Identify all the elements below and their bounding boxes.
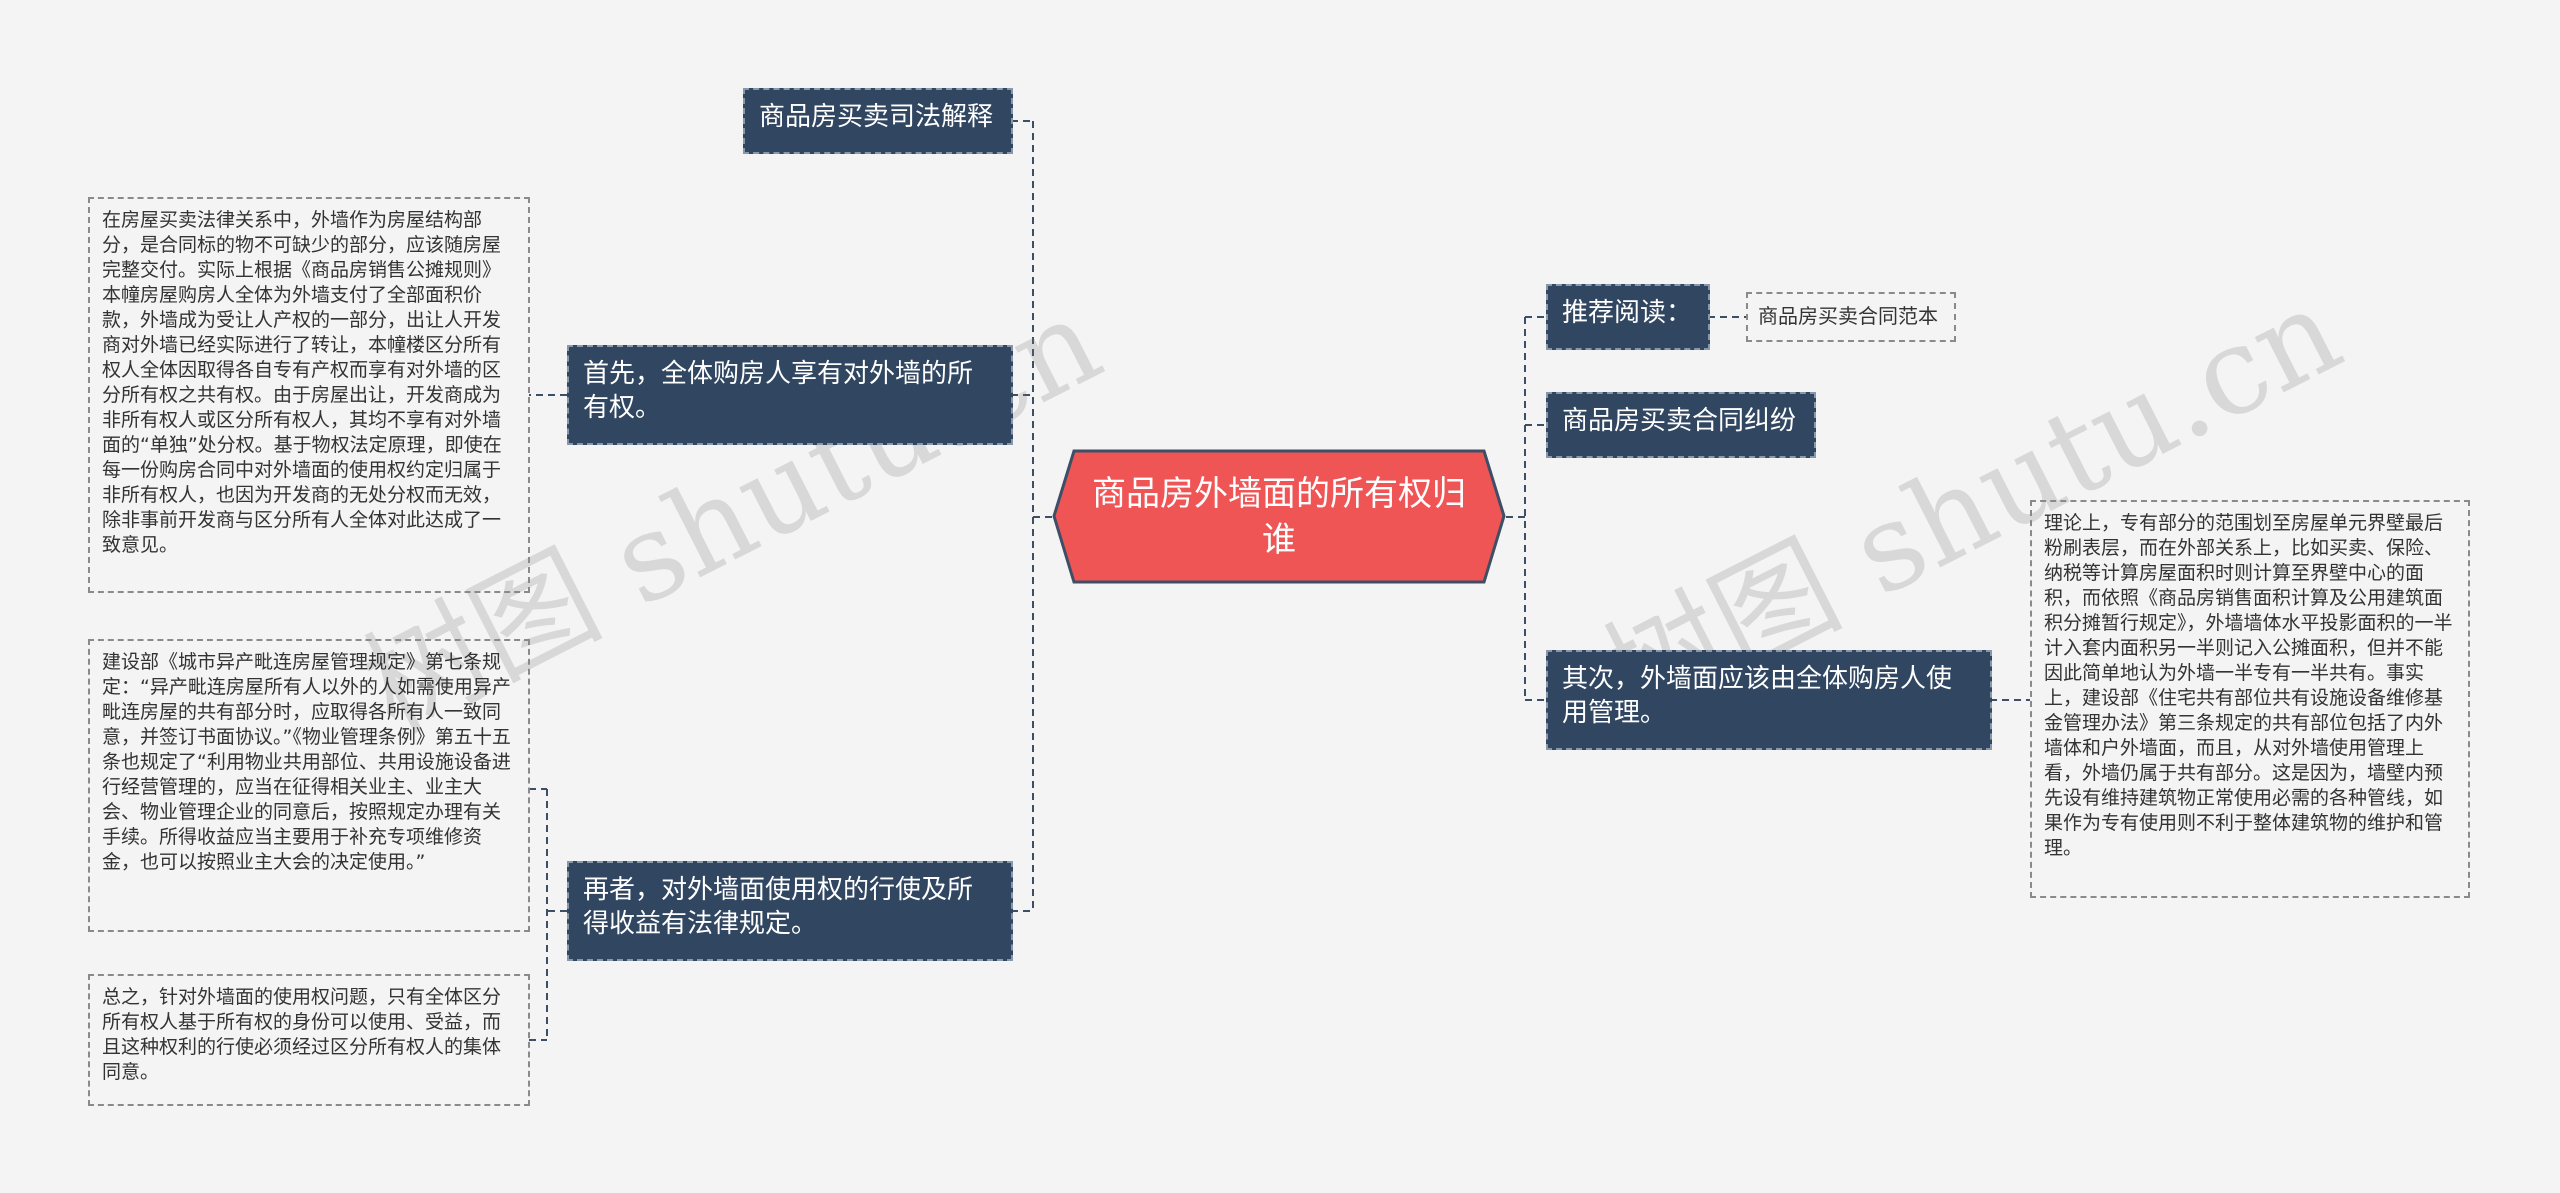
node-third-usage-right[interactable]: 再者，对外墙面使用权的行使及所得收益有法律规定。 (567, 861, 1013, 961)
link-contract-template[interactable]: 商品房买卖合同范本 (1746, 292, 1956, 342)
detail-first-ownership: 在房屋买卖法律关系中，外墙作为房屋结构部分，是合同标的物不可缺少的部分，应该随房… (88, 197, 530, 593)
root-node[interactable]: 商品房外墙面的所有权归谁 (1052, 449, 1506, 584)
detail-third-summary: 总之，针对外墙面的使用权问题，只有全体区分所有权人基于所有权的身份可以使用、受益… (88, 974, 530, 1106)
root-title: 商品房外墙面的所有权归谁 (1092, 473, 1466, 560)
detail-second-management: 理论上，专有部分的范围划至房屋单元界壁最后粉刷表层，而在外部关系上，比如买卖、保… (2030, 500, 2470, 898)
node-second-management[interactable]: 其次，外墙面应该由全体购房人使用管理。 (1546, 650, 1992, 750)
node-recommend-reading[interactable]: 推荐阅读： (1546, 284, 1710, 350)
node-first-ownership[interactable]: 首先，全体购房人享有对外墙的所有权。 (567, 345, 1013, 445)
detail-third-regulation: 建设部《城市异产毗连房屋管理规定》第七条规定：“异产毗连房屋所有人以外的人如需使… (88, 639, 530, 932)
node-contract-dispute[interactable]: 商品房买卖合同纠纷 (1546, 392, 1816, 458)
root-shape (1052, 449, 1506, 584)
node-judicial-interpretation[interactable]: 商品房买卖司法解释 (743, 88, 1013, 154)
